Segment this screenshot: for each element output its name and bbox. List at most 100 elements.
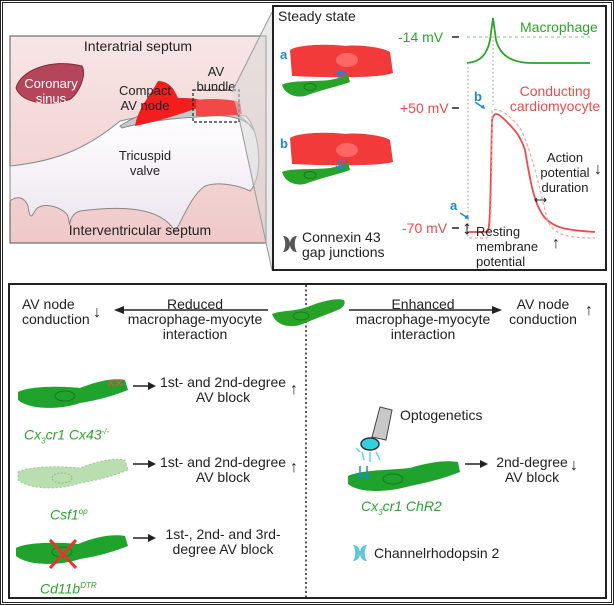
enhanced-interaction-line2: macrophage-myocyte (355, 311, 491, 327)
left-outcome-line1: AV node (22, 296, 75, 312)
annotation-a: a (450, 198, 458, 213)
macrophage-trace (466, 17, 590, 64)
apd-double-arrow-icon (534, 197, 547, 203)
cell-label-a: a (280, 47, 288, 62)
left-outcome-arrow-icon: ↓ (93, 304, 101, 321)
steady-state-title: Steady state (278, 8, 356, 24)
av-bundle-label: AV bundle (188, 64, 244, 94)
connexin-legend-label: Connexin 43 gap junctions (302, 230, 385, 260)
cardiomyocyte-a-nucleus (336, 53, 358, 67)
zoom-projection-shape (232, 12, 272, 270)
macrophage-b-nucleus (303, 171, 317, 179)
reduced-arrowhead-icon (114, 306, 124, 314)
reduced-interaction-line2: macrophage-myocyte (127, 311, 263, 327)
rmp-label-line2: membrane (476, 239, 539, 254)
compact-av-node-label: Compact AV node (110, 83, 180, 113)
voltage-label-plus50: +50 mV (400, 100, 449, 116)
voltage-label-minus14: -14 mV (398, 29, 444, 45)
av-bundle-shape (196, 98, 242, 116)
macrophage-a (282, 74, 350, 97)
macrophage-chr2-nucleus (382, 473, 404, 485)
model3-name-sup: DTR (80, 581, 97, 590)
central-macrophage (272, 299, 345, 327)
right-outcome-line2: conduction (509, 311, 577, 327)
anatomy-panel: Interatrial septum Coronary sinus Compac… (9, 35, 267, 244)
left-outcome-line2: conduction (22, 311, 90, 327)
anatomy-drawing (9, 35, 267, 244)
model4-effect-line1: 2nd-degree (496, 454, 568, 470)
model2-effect: 1st- and 2nd-degree AV block (158, 455, 288, 485)
macrophage-csf1op-nucleus (51, 472, 73, 484)
macrophage-a-nucleus (303, 83, 317, 91)
zoom-line-bottom (238, 117, 273, 271)
model1-arrow-icon: ↑ (290, 381, 298, 398)
model1-effect-line2: AV block (195, 389, 251, 405)
apd-arrow-icon: ↓ (594, 161, 602, 178)
coronary-sinus-shape (15, 63, 84, 104)
model2-effect-line1: 1st- and 2nd-degree (159, 454, 287, 470)
arrows-down-icon (335, 160, 347, 170)
macrophage-cd11b-dtr (16, 535, 128, 564)
left-outcome-label: AV node conduction (22, 297, 90, 327)
tricuspid-valve-label-line2: valve (129, 163, 161, 178)
cardiomyocyte-label: Conducting cardiomyocyte (500, 84, 610, 114)
knockout-x-icon (107, 379, 123, 387)
model1-name-sup: -/- (101, 427, 110, 436)
reduced-interaction-line3: interaction (162, 326, 228, 342)
model2-name-part1: Csf1 (50, 506, 79, 523)
model3-name: Cd11bDTR (40, 578, 97, 597)
rmp-label: Resting membrane potential (476, 224, 538, 269)
model4-name: Cx3cr1 ChR2 (361, 499, 442, 520)
annotation-b: b (474, 89, 482, 104)
cardiomyocyte-trace-altered (469, 109, 596, 239)
coronary-sinus-label-line2: sinus (35, 91, 67, 106)
compact-av-node-label-line1: Compact (118, 83, 172, 98)
model1-name-part2: cr1 Cx43 (45, 426, 102, 443)
model3-effect-line1: 1st-, 2nd- and 3rd- (165, 526, 281, 542)
model4-arrow-icon: ↓ (570, 457, 578, 474)
macrophage-cx43-ko-nucleus (54, 390, 76, 402)
rmp-arrow-icon: ↑ (552, 235, 560, 252)
compact-av-node-shape (135, 81, 200, 126)
pointer-b-icon (474, 101, 486, 110)
enhanced-interaction-line3: interaction (390, 326, 456, 342)
steady-state-panel (272, 5, 607, 271)
model2-effect-line2: AV block (195, 469, 251, 485)
interatrial-septum-label: Interatrial septum (83, 38, 193, 54)
macrophage-cx43-ko (18, 379, 128, 408)
connexin-legend-line1: Connexin 43 (302, 229, 381, 245)
model4-name-sub: 3 (378, 507, 383, 517)
model4-effect: 2nd-degree AV block (492, 455, 572, 485)
channelrhodopsin-icon (353, 545, 367, 561)
bottom-panel (8, 283, 607, 599)
av-bundle-label-line2: bundle (196, 79, 236, 94)
cardiomyocyte-label-line2: cardiomyocyte (509, 98, 601, 114)
macrophage-csf1op (17, 458, 129, 489)
zoom-line-top (231, 11, 273, 93)
tricuspid-valve-label-line1: Tricuspid (118, 148, 172, 163)
rmp-label-line3: potential (476, 254, 526, 269)
model1-effect: 1st- and 2nd-degree AV block (158, 375, 288, 405)
right-outcome-line1: AV node (516, 296, 570, 312)
cardiomyocyte-b-nucleus (336, 143, 358, 157)
model3-effect: 1st-, 2nd- and 3rd- degree AV block (158, 527, 288, 557)
right-outcome-arrow-icon: ↑ (585, 302, 593, 319)
model2-arrowhead-icon (148, 460, 156, 468)
apd-label-line2: potential (540, 165, 590, 180)
pointer-a-icon (459, 212, 469, 219)
depletion-x-icon (48, 538, 78, 570)
apd-label: Action potential duration (534, 150, 596, 195)
model2-arrow-icon: ↑ (290, 459, 298, 476)
coronary-sinus-label: Coronary sinus (16, 76, 86, 106)
model1-name-part1: Cx (24, 426, 42, 443)
model4-name-part2: cr1 ChR2 (382, 498, 442, 514)
macrophage-b (282, 162, 350, 185)
rmp-double-arrow-icon (464, 223, 470, 235)
right-outcome-label: AV node conduction (508, 297, 578, 327)
reduced-interaction-label: Reduced macrophage-myocyte interaction (120, 297, 270, 342)
connexin-legend-line2: gap junctions (302, 244, 385, 260)
model1-arrowhead-icon (148, 382, 156, 390)
